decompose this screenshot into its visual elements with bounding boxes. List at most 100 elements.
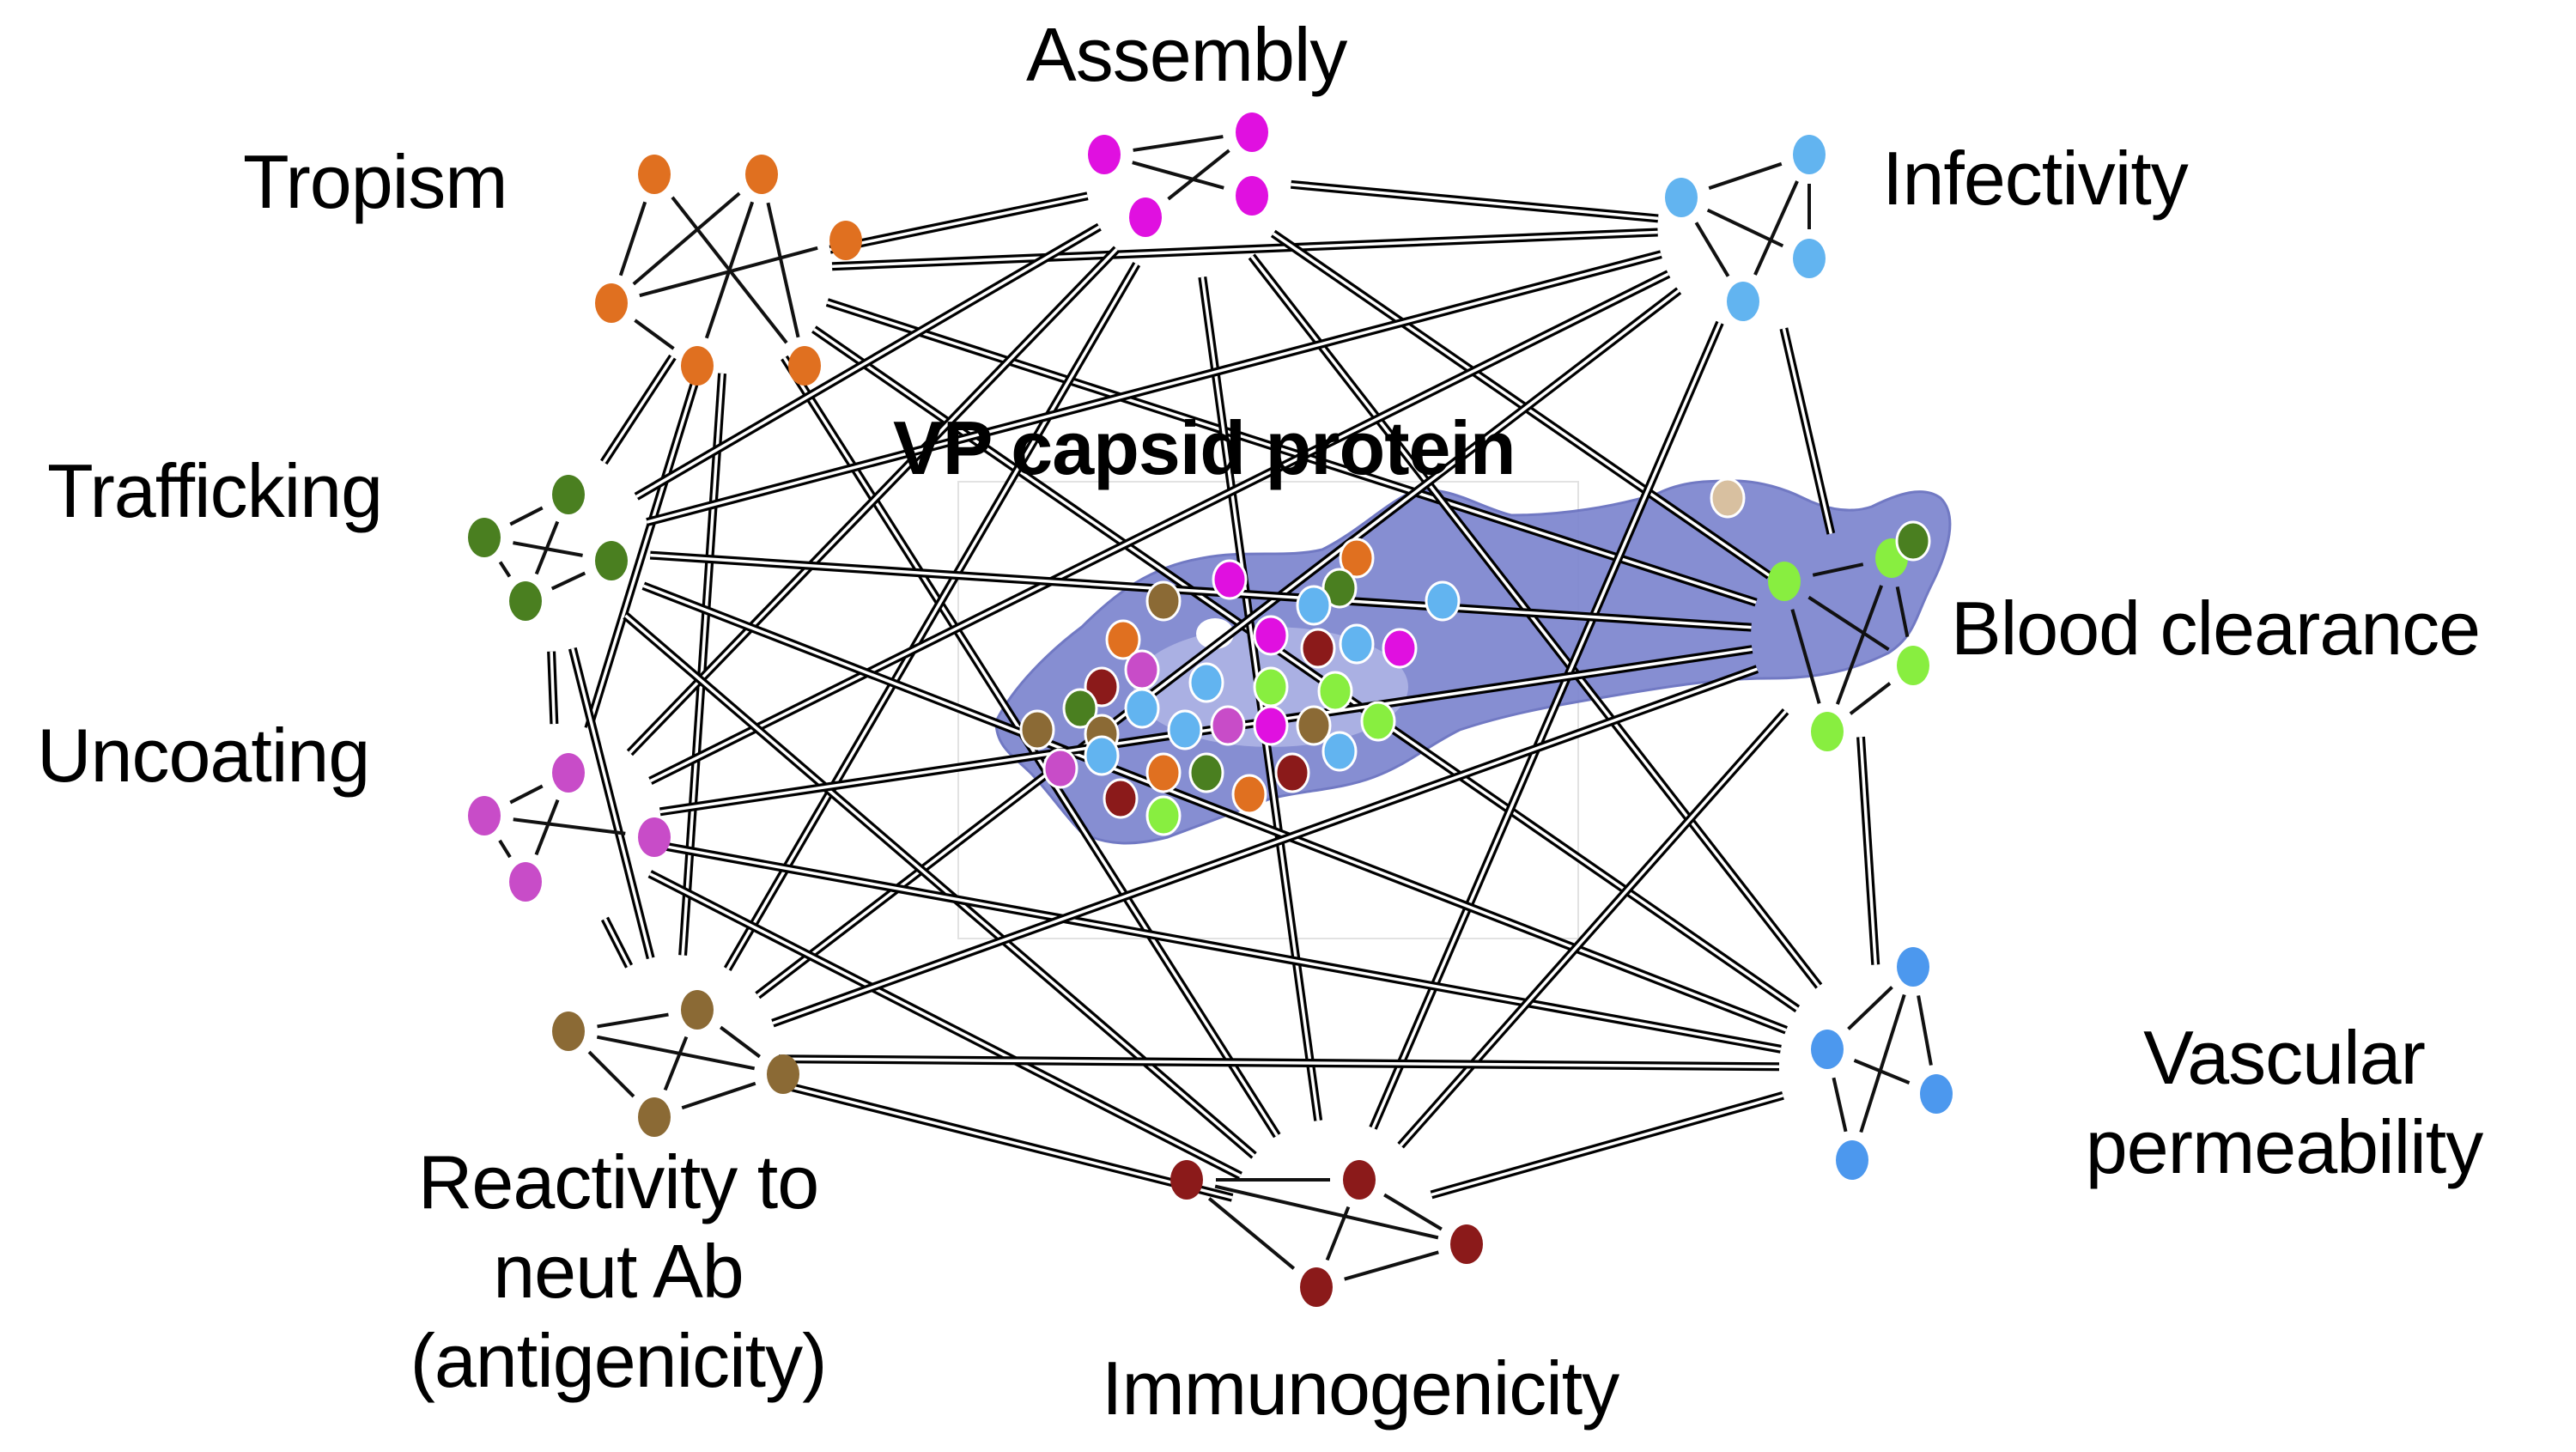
protein-residue-dot [1105, 619, 1141, 660]
blood-clearance-node [1811, 712, 1844, 751]
trafficking-edge [509, 506, 544, 526]
trafficking-edge [550, 571, 586, 591]
label-blood-clearance-text: Blood clearance [1951, 586, 2481, 671]
label-reactivity-line2: neut Ab [493, 1228, 744, 1314]
protein-residue-dot [1253, 705, 1289, 746]
protein-residue-dot [1895, 520, 1931, 562]
link-uncoating-blood-clearance [659, 645, 1753, 817]
tropism-node [829, 221, 862, 260]
vascular-permeability-edge [1832, 1077, 1848, 1133]
intra-cluster-edges [498, 135, 1933, 1281]
infectivity-node [1665, 178, 1698, 217]
link-vascular-permeability-immunogenicity [1430, 1091, 1784, 1200]
protein-residue-dot [1339, 623, 1375, 665]
link-trafficking-vascular-permeability [641, 581, 1788, 1035]
reactivity-edge [596, 1035, 756, 1071]
protein-residue-dot [1296, 585, 1332, 626]
protein-residue-dot [1339, 538, 1375, 579]
tropism-edge [766, 202, 800, 338]
protein-residue-dot [1145, 752, 1182, 793]
protein-residue-dot [1062, 688, 1098, 729]
label-immunogenicity-text: Immunogenicity [1102, 1346, 1619, 1431]
link-tropism-assembly [829, 191, 1089, 254]
infectivity-edge [1708, 161, 1783, 191]
reactivity-node [638, 1097, 671, 1137]
protein-residue-dot [1124, 688, 1160, 729]
immunogenicity-edge [1344, 1250, 1439, 1281]
protein-residue-dot [1212, 559, 1248, 600]
link-assembly-uncoating [626, 246, 1121, 756]
uncoating-node [509, 862, 542, 902]
uncoating-edge [509, 784, 544, 805]
assembly-node [1129, 197, 1162, 237]
assembly-node [1236, 112, 1268, 152]
link-assembly-infectivity [1291, 179, 1659, 223]
protein-residue-dot [1296, 705, 1332, 746]
protein-residue-dot [1019, 709, 1055, 750]
label-tropism: Tropism [243, 137, 508, 227]
assembly-edge [1133, 135, 1224, 152]
tropism-node [595, 283, 628, 323]
label-reactivity: Reactivity to neut Ab (antigenicity) [369, 1138, 867, 1405]
protein-residue-dot [1042, 748, 1078, 789]
immunogenicity-edge [1383, 1193, 1443, 1231]
vascular-permeability-edge [1859, 993, 1906, 1133]
link-tropism-infectivity [831, 228, 1658, 271]
immunogenicity-node [1343, 1160, 1376, 1200]
link-trafficking-blood-clearance [649, 550, 1752, 632]
link-infectivity-immunogenicity [1369, 320, 1724, 1130]
protein-residue-dot [1084, 735, 1120, 776]
label-tropism-text: Tropism [243, 139, 508, 224]
label-reactivity-line3: (antigenicity) [410, 1317, 828, 1403]
protein-residue-dot [1145, 795, 1182, 836]
tropism-node [745, 155, 778, 194]
vascular-permeability-edge [1917, 995, 1933, 1066]
reactivity-node [552, 1012, 585, 1051]
tropism-edge [634, 319, 675, 350]
uncoating-edge [513, 817, 626, 835]
link-infectivity-reactivity [755, 287, 1682, 999]
label-infectivity-text: Infectivity [1882, 136, 2189, 221]
link-infectivity-blood-clearance [1779, 327, 1836, 535]
protein-residue-dot [1167, 709, 1203, 750]
vascular-permeability-edge [1847, 986, 1893, 1030]
uncoating-edge [534, 799, 560, 856]
infectivity-node [1793, 239, 1826, 278]
blood-clearance-edge [1849, 682, 1892, 715]
protein-residue-dot [1210, 705, 1246, 746]
link-blood-clearance-reactivity [771, 665, 1759, 1028]
reactivity-edge [681, 1081, 756, 1110]
assembly-edge [1167, 149, 1230, 201]
link-trafficking-uncoating [547, 651, 559, 725]
vascular-permeability-node [1836, 1140, 1868, 1180]
tropism-node [681, 346, 714, 386]
infectivity-node [1727, 282, 1759, 321]
tropism-edge [632, 191, 741, 286]
cluster-nodes [468, 112, 1953, 1307]
tropism-node [638, 155, 671, 194]
vascular-permeability-node [1920, 1074, 1953, 1114]
blood-clearance-edge [1835, 585, 1884, 705]
protein-residue-dot [1274, 752, 1310, 793]
trafficking-edge [498, 561, 512, 578]
protein-residue-dot [1425, 580, 1461, 622]
trafficking-node [552, 475, 585, 514]
immunogenicity-node [1170, 1160, 1203, 1200]
link-trafficking-reactivity [568, 647, 655, 960]
link-tropism-uncoating [584, 368, 703, 730]
label-trafficking-text: Trafficking [47, 448, 383, 533]
tropism-node [788, 346, 821, 386]
label-reactivity-line1: Reactivity to [417, 1139, 819, 1224]
vascular-permeability-edge [1853, 1059, 1911, 1084]
protein-residue-dot [1360, 701, 1396, 742]
inter-cluster-links [547, 179, 1880, 1202]
link-infectivity-uncoating [648, 270, 1671, 785]
label-infectivity: Infectivity [1882, 134, 2189, 223]
reactivity-edge [663, 1036, 689, 1091]
infectivity-edge [1694, 222, 1730, 277]
link-tropism-reactivity [678, 373, 727, 956]
link-vascular-permeability-reactivity [778, 1054, 1780, 1072]
protein-residue-dot [1317, 671, 1353, 712]
uncoating-node [638, 817, 671, 857]
